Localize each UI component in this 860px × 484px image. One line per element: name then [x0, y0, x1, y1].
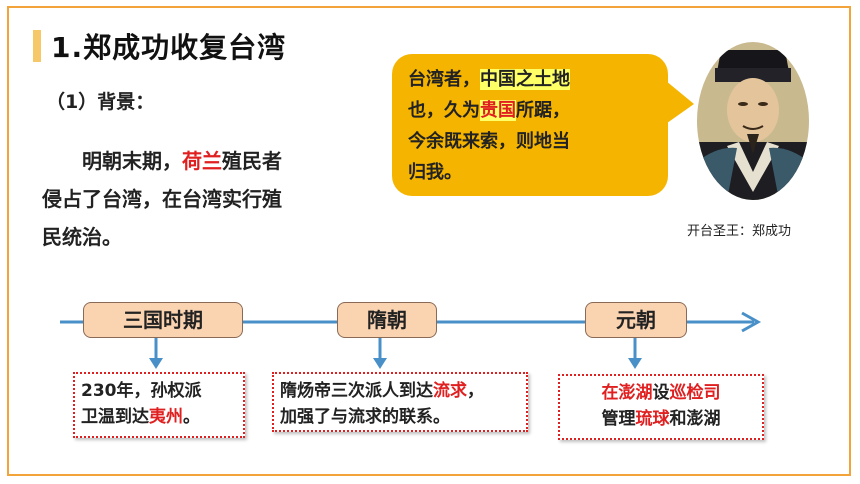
portrait-caption: 开台圣王：郑成功 [687, 224, 792, 239]
title-accent-bar [33, 30, 41, 62]
down-arrow-icon [373, 338, 387, 369]
quote-segment: ， [552, 100, 570, 121]
event-text: 卫温到达 [81, 407, 149, 427]
background-paragraph: 明朝末期，荷兰殖民者 侵占了台湾，在台湾实行殖 民统治。 [42, 142, 362, 256]
event-text: 。 [183, 407, 200, 427]
event-highlight: 流求 [433, 381, 467, 401]
quote-segment: 所踞 [516, 100, 552, 121]
event-three-kingdoms: 230年，孙权派 卫温到达夷州。 [73, 372, 245, 438]
para-text: 侵占了台湾，在台湾实行殖 [42, 187, 282, 211]
event-highlight: 夷州 [149, 407, 183, 427]
era-three-kingdoms: 三国时期 [83, 302, 243, 338]
para-text: 民统治。 [42, 225, 122, 249]
event-sui-dynasty: 隋炀帝三次派人到达流求， 加强了与流求的联系。 [272, 372, 528, 432]
quote-highlight-red: 贵国 [480, 100, 516, 121]
event-text: 管理 [601, 409, 636, 429]
event-highlight: 在澎湖 [601, 383, 653, 403]
quote-highlight: 中国之土地 [480, 69, 570, 90]
event-text: 和澎湖 [669, 409, 721, 429]
slide-title: 1.郑成功收复台湾 [51, 31, 287, 64]
para-text: 殖民者 [222, 149, 282, 173]
quote-segment: 台湾者， [408, 69, 480, 90]
event-text: 隋炀帝三次派人到达 [280, 381, 433, 401]
era-sui-dynasty: 隋朝 [337, 302, 437, 338]
event-highlight: 琉球 [635, 409, 670, 429]
quote-segment: 今余既来索，则地当 [408, 131, 570, 152]
para-text: 明朝末期， [82, 149, 182, 173]
down-arrow-icon [149, 338, 163, 369]
quote-segment: 归我。 [408, 162, 462, 183]
event-text: 设 [652, 383, 670, 403]
portrait-image [697, 42, 809, 200]
quote-text: 台湾者，中国之土地 也，久为贵国所踞， 今余既来索，则地当 归我。 [392, 54, 668, 196]
slide-frame [7, 6, 851, 476]
era-yuan-dynasty: 元朝 [585, 302, 687, 338]
event-text: 230年，孙权派 [81, 381, 202, 401]
down-arrow-icon [628, 338, 642, 369]
event-text: ， [467, 381, 484, 401]
bubble-tail [660, 76, 694, 128]
event-highlight: 巡检司 [669, 383, 721, 403]
quote-segment: 也，久为 [408, 100, 480, 121]
para-highlight-netherlands: 荷兰 [182, 149, 222, 173]
event-yuan-dynasty: 在澎湖设巡检司 管理琉球和澎湖 [558, 374, 764, 440]
section-subtitle: （1）背景： [46, 91, 155, 113]
event-text: 加强了与流求的联系。 [280, 407, 450, 427]
quote-bubble: 台湾者，中国之土地 也，久为贵国所踞， 今余既来索，则地当 归我。 [392, 54, 722, 224]
